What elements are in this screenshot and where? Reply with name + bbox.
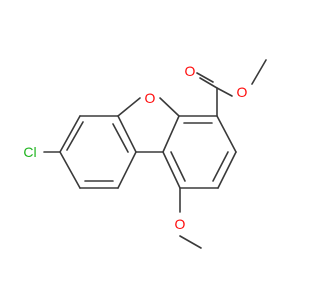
bond-lines xyxy=(43,59,267,249)
bond xyxy=(117,97,141,117)
ring-oxygen-label: O xyxy=(145,90,156,106)
bond xyxy=(251,59,267,85)
ester-oxygen-label: O xyxy=(237,84,248,100)
bond xyxy=(59,115,81,153)
bond xyxy=(117,115,137,153)
carbonyl-oxygen-label: O xyxy=(185,63,196,79)
bond xyxy=(216,115,237,153)
bond xyxy=(217,151,237,189)
double-bond-inner xyxy=(170,151,186,182)
methoxy-oxygen-label: O xyxy=(175,216,186,232)
bond xyxy=(162,151,181,189)
double-bond-inner xyxy=(196,72,214,83)
double-bond-inner xyxy=(212,151,229,182)
double-bond-inner xyxy=(112,123,129,153)
atom-labels: Cl O O O O xyxy=(23,63,247,232)
bond xyxy=(59,151,81,189)
molecule-structure: Cl O O O O xyxy=(23,59,267,249)
bond xyxy=(179,235,202,249)
bond xyxy=(216,87,233,97)
bond xyxy=(159,97,180,117)
bond xyxy=(117,151,137,189)
bond xyxy=(199,77,218,89)
chlorine-atom-label: Cl xyxy=(23,144,36,160)
bond xyxy=(162,115,180,153)
double-bond-inner xyxy=(66,121,84,151)
